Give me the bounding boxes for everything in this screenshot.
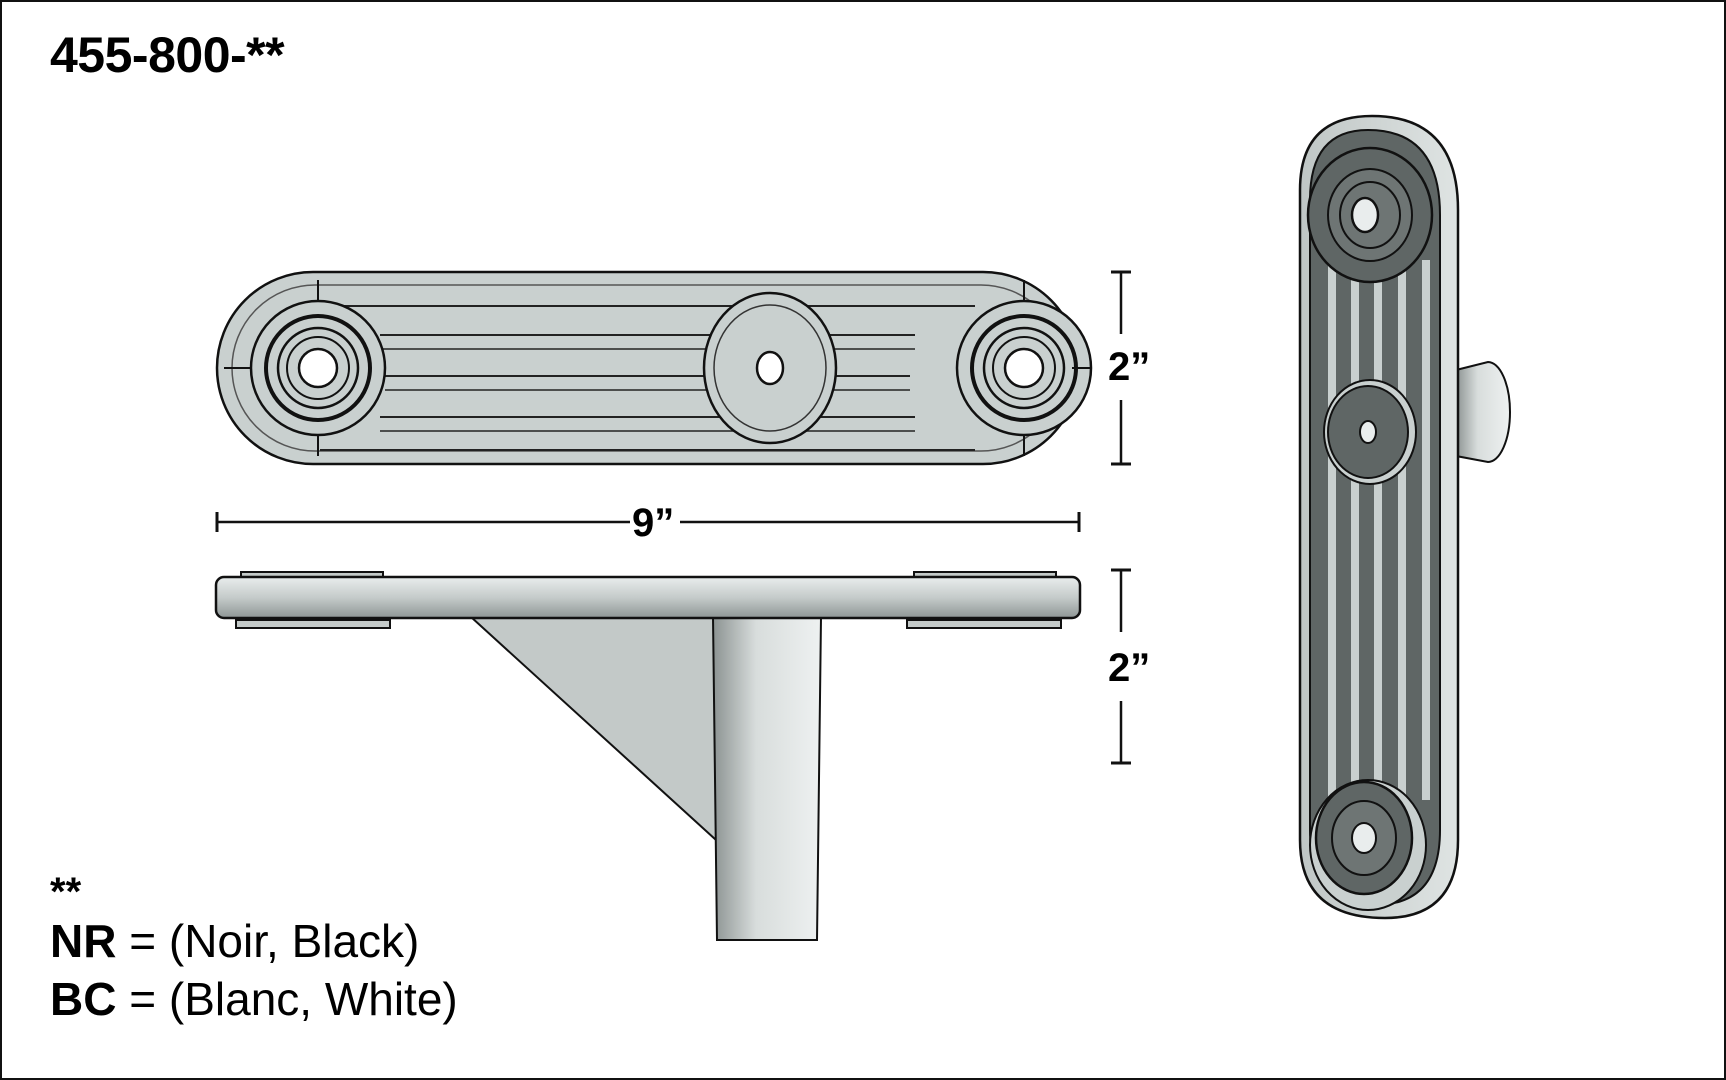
legend-separator: = bbox=[116, 973, 169, 1025]
perspective-view bbox=[1298, 114, 1511, 920]
legend-description: (Blanc, White) bbox=[168, 973, 458, 1025]
side-view bbox=[214, 571, 1082, 941]
width-dimension-line bbox=[215, 512, 1081, 532]
legend-code: BC bbox=[50, 973, 117, 1025]
color-legend: ** NR = (Noir, Black) BC = (Blanc, White… bbox=[50, 872, 458, 1028]
legend-item-nr: NR = (Noir, Black) bbox=[50, 912, 458, 970]
legend-item-bc: BC = (Blanc, White) bbox=[50, 970, 458, 1028]
height-dimension-line-side bbox=[1111, 568, 1131, 765]
legend-marker: ** bbox=[50, 870, 82, 914]
legend-separator: = bbox=[116, 915, 169, 967]
side-height-dimension-label: 2” bbox=[1108, 646, 1151, 690]
part-number-title: 455-800-** bbox=[50, 27, 285, 83]
top-height-dimension-label: 2” bbox=[1108, 345, 1151, 389]
legend-code: NR bbox=[50, 915, 117, 967]
width-dimension-label: 9” bbox=[632, 501, 675, 545]
top-view bbox=[215, 270, 1093, 466]
legend-description: (Noir, Black) bbox=[168, 915, 420, 967]
height-dimension-line-top bbox=[1111, 270, 1131, 466]
